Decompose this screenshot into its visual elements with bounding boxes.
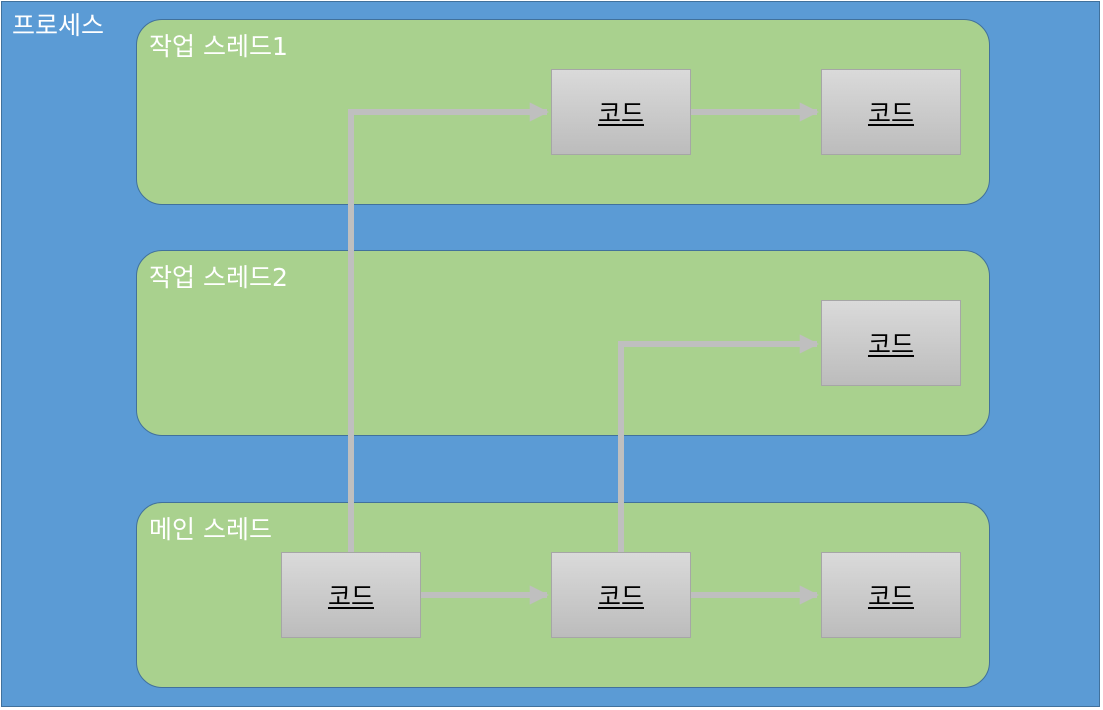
worker-thread-2: 작업 스레드2 [136,250,990,436]
arrow-main-to-worker2 [618,334,819,552]
main-thread-title: 메인 스레드 [149,515,272,544]
worker-thread-1-title: 작업 스레드1 [149,32,288,61]
main-code-block-2: 코드 [551,552,691,638]
main-code-block-3: 코드 [821,552,961,638]
worker1-code-block-1: 코드 [551,69,691,155]
arrow-main-to-worker1 [348,102,549,552]
process-title: 프로세스 [12,11,105,40]
worker2-code-block: 코드 [821,300,961,386]
worker1-code-block-2: 코드 [821,69,961,155]
worker-thread-2-title: 작업 스레드2 [149,263,288,292]
main-code-block-1: 코드 [281,552,421,638]
